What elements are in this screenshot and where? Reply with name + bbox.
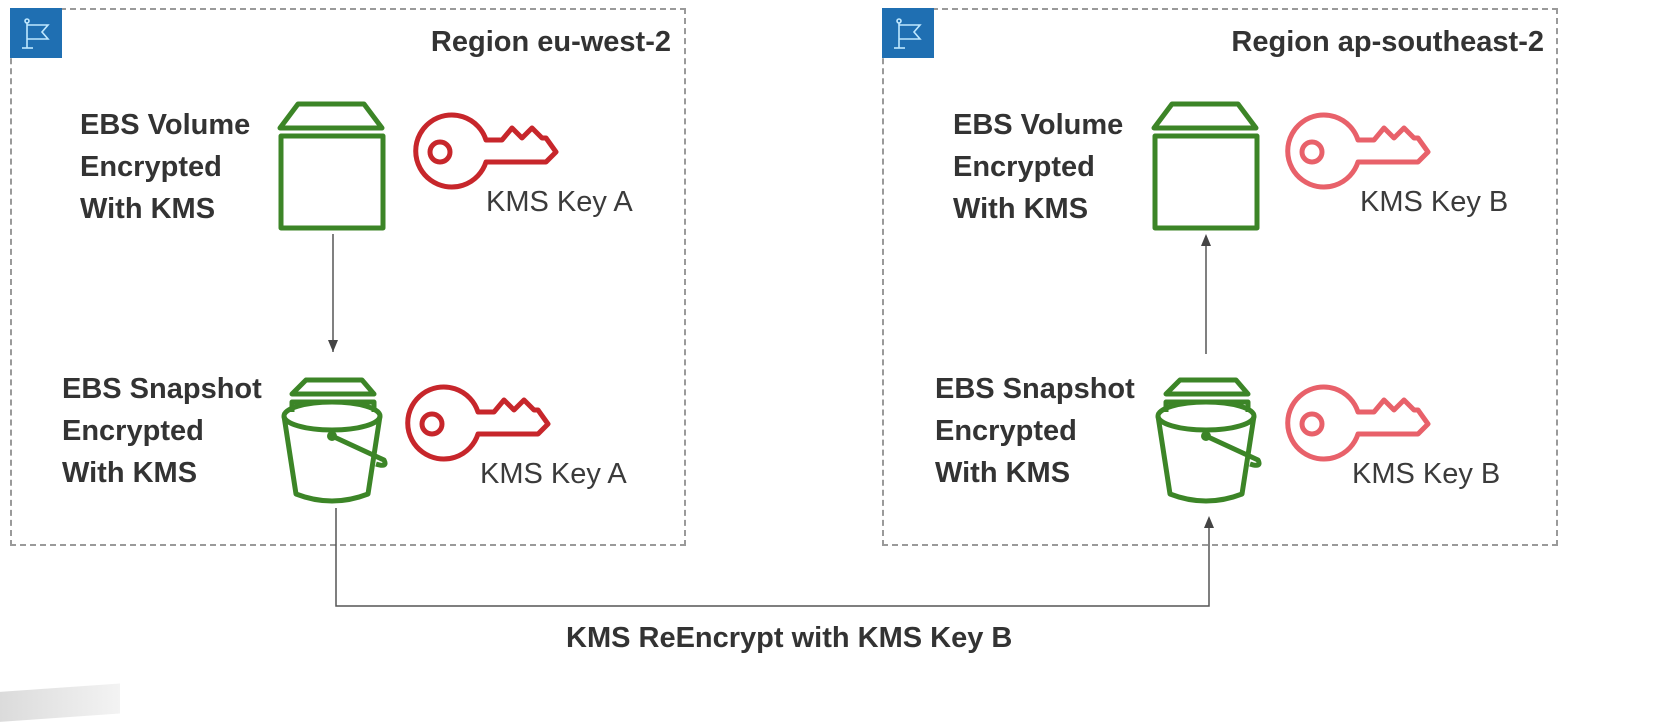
ebs-snapshot-bucket-icon xyxy=(1155,377,1262,504)
arrow-reencrypt-path xyxy=(335,508,1210,607)
ebs-volume-label: EBS Volume Encrypted With KMS xyxy=(80,104,250,230)
ebs-volume-label: EBS Volume Encrypted With KMS xyxy=(953,104,1123,230)
flag-icon xyxy=(10,8,62,58)
ebs-snapshot-label: EBS Snapshot Encrypted With KMS xyxy=(62,368,262,494)
flag-icon xyxy=(882,8,934,58)
kms-key-icon xyxy=(1285,384,1431,462)
connector-arrows xyxy=(328,234,1214,607)
region-title: Region ap-southeast-2 xyxy=(1231,26,1544,58)
kms-key-icon xyxy=(413,112,559,190)
ebs-volume-icon xyxy=(1151,101,1260,231)
label-line: Encrypted xyxy=(80,151,222,183)
region-eu-west-2 xyxy=(10,8,686,546)
arrowhead xyxy=(328,340,338,352)
label-line: EBS Volume xyxy=(80,109,251,141)
region-title: Region eu-west-2 xyxy=(430,26,671,58)
label-line: EBS Snapshot xyxy=(62,373,262,405)
kms-key-label: KMS Key A xyxy=(486,186,633,218)
kms-key-icon xyxy=(405,384,551,462)
label-line: With KMS xyxy=(62,457,198,489)
kms-key-icon xyxy=(1285,112,1431,190)
kms-key-label: KMS Key B xyxy=(1360,186,1509,218)
ebs-volume-icon xyxy=(277,101,386,231)
label-line: EBS Snapshot xyxy=(935,373,1135,405)
label-line: Encrypted xyxy=(935,415,1077,447)
label-line: Encrypted xyxy=(953,151,1095,183)
label-line: With KMS xyxy=(80,193,216,225)
reencrypt-caption: KMS ReEncrypt with KMS Key B xyxy=(566,622,1013,654)
arrowhead xyxy=(1204,516,1214,528)
label-line: EBS Volume xyxy=(953,109,1124,141)
label-line: With KMS xyxy=(953,193,1089,225)
ebs-snapshot-label: EBS Snapshot Encrypted With KMS xyxy=(935,368,1135,494)
label-line: With KMS xyxy=(935,457,1071,489)
kms-key-label: KMS Key B xyxy=(1352,458,1501,490)
kms-key-label: KMS Key A xyxy=(480,458,627,490)
ebs-snapshot-bucket-icon xyxy=(281,377,388,504)
arrowhead xyxy=(1201,234,1211,246)
label-line: Encrypted xyxy=(62,415,204,447)
region-ap-southeast-2 xyxy=(882,8,1558,546)
